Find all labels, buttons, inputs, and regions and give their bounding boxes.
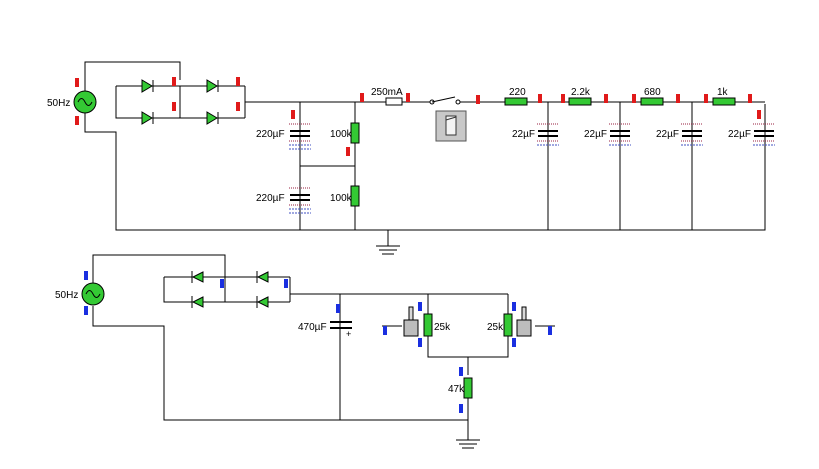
bottom-pot-right[interactable] (503, 302, 555, 347)
chain-capacitor[interactable] (753, 110, 775, 146)
top-cap-lower[interactable] (289, 187, 311, 214)
top-chain-resistor-4[interactable] (704, 94, 752, 106)
bottom-circuit: 50Hz + 470µF 25k (55, 254, 555, 449)
top-switch[interactable] (429, 95, 480, 105)
top-fuse[interactable] (360, 93, 410, 106)
diode[interactable] (191, 296, 204, 308)
chain-resistor-label-3: 680 (644, 87, 661, 98)
bottom-res-label: 47k (448, 384, 465, 395)
top-wires (84, 61, 766, 246)
top-cap-upper[interactable] (289, 110, 311, 150)
probe-marker (172, 102, 176, 111)
chain-capacitor-label-4: 22µF (728, 129, 751, 140)
chain-capacitor-label-3: 22µF (656, 129, 679, 140)
diode[interactable] (191, 271, 204, 283)
top-chain-capacitors[interactable] (537, 110, 775, 146)
diode[interactable] (206, 79, 219, 93)
bottom-ac-source[interactable] (81, 271, 105, 315)
bottom-source-label: 50Hz (55, 290, 78, 301)
top-fuse-label: 250mA (371, 87, 403, 98)
diode[interactable] (141, 79, 154, 93)
chain-capacitor-label-1: 22µF (512, 129, 535, 140)
top-circuit: 50Hz 220µF 220µF (47, 61, 775, 255)
top-chain-resistor-2[interactable] (561, 94, 608, 106)
chain-capacitor-label-2: 22µF (584, 129, 607, 140)
top-source-label: 50Hz (47, 98, 70, 109)
probe-marker (84, 271, 88, 280)
diode[interactable] (141, 111, 154, 125)
switch-toggle-button[interactable] (435, 110, 467, 142)
probe-marker (236, 102, 240, 111)
bottom-cap[interactable]: + (330, 304, 352, 339)
chain-capacitor[interactable] (681, 123, 703, 146)
bottom-pot-left[interactable] (382, 302, 433, 347)
probe-marker (236, 77, 240, 86)
top-chain-resistor-3[interactable] (632, 94, 680, 106)
bottom-wires (92, 254, 509, 440)
bottom-pot-left-label: 25k (434, 322, 451, 333)
top-res-upper[interactable] (346, 122, 360, 156)
diode[interactable] (256, 296, 269, 308)
top-res-lower-label: 100k (330, 193, 353, 204)
bottom-cap-label: 470µF (298, 322, 327, 333)
chain-capacitor[interactable] (609, 123, 631, 146)
bottom-res[interactable] (459, 367, 473, 413)
chain-capacitor[interactable] (537, 123, 559, 146)
diode[interactable] (256, 271, 269, 283)
bottom-bridge-rectifier[interactable] (191, 271, 288, 308)
bottom-pot-right-label: 25k (487, 322, 504, 333)
bottom-ground-icon (456, 439, 480, 449)
top-cap-lower-label: 220µF (256, 193, 285, 204)
probe-marker (172, 77, 176, 86)
top-res-upper-label: 100k (330, 129, 353, 140)
probe-marker (75, 116, 79, 125)
chain-resistor-label-2: 2.2k (571, 87, 591, 98)
probe-marker (75, 78, 79, 87)
top-ac-source[interactable] (73, 78, 97, 125)
chain-resistor-label-1: 220 (509, 87, 526, 98)
svg-text:+: + (346, 329, 351, 339)
chain-resistor-label-4: 1k (717, 87, 729, 98)
probe-marker (84, 306, 88, 315)
top-bridge-rectifier[interactable] (141, 77, 240, 125)
diode[interactable] (206, 111, 219, 125)
top-cap-upper-label: 220µF (256, 129, 285, 140)
top-ground-icon (376, 245, 400, 255)
top-res-lower[interactable] (350, 185, 360, 207)
top-chain-resistor-1[interactable] (504, 94, 542, 106)
